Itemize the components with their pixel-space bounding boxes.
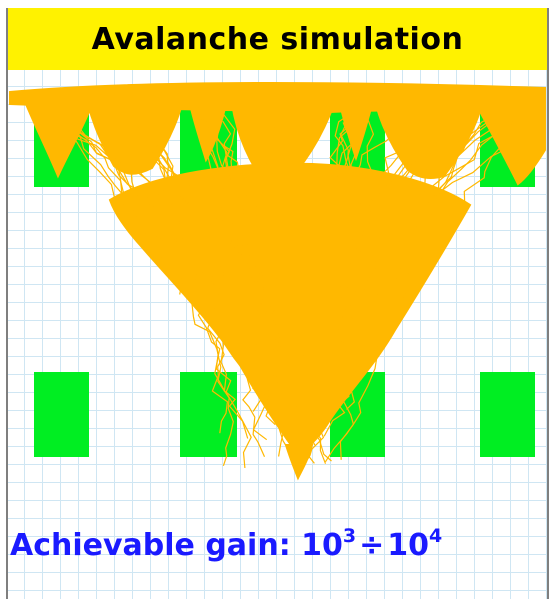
avalanche-strand <box>262 114 292 326</box>
avalanche-strand <box>222 120 299 412</box>
diagram-title: Avalanche simulation <box>91 21 464 57</box>
avalanche-strand <box>328 120 446 371</box>
avalanche-strand <box>132 106 289 409</box>
avalanche-strand <box>66 117 249 439</box>
avalanche-strands <box>48 105 522 469</box>
avalanche-strand <box>274 121 307 451</box>
avalanche-strand <box>320 123 442 424</box>
avalanche-strand <box>195 118 281 338</box>
avalanche-strand <box>199 116 294 463</box>
avalanche-strand <box>308 113 363 462</box>
avalanche-strand <box>137 118 284 415</box>
gain-upper-exponent: 4 <box>429 525 443 547</box>
avalanche-strand <box>137 118 252 469</box>
avalanche-strand <box>376 115 501 311</box>
avalanche-strand <box>50 106 183 295</box>
avalanche-strand <box>126 106 274 441</box>
avalanche-strand <box>346 110 522 410</box>
funnel-inner-1 <box>188 103 228 163</box>
avalanche-strand <box>323 105 367 415</box>
gain-lower-base: 10 <box>301 528 343 563</box>
range-operator: ÷ <box>359 528 385 563</box>
gain-lower-exponent: 3 <box>342 525 357 547</box>
avalanche-strand <box>324 112 371 463</box>
avalanche-strand <box>128 106 283 424</box>
avalanche-strand <box>51 118 233 392</box>
avalanche-strand <box>313 123 429 464</box>
gain-statement: Achievable gain: 103÷104 <box>10 521 551 571</box>
avalanche-strand <box>299 116 425 417</box>
avalanche-strand <box>262 110 299 433</box>
avalanche-strand <box>210 121 283 353</box>
title-banner: Avalanche simulation <box>8 8 547 70</box>
avalanche-strand <box>201 115 271 273</box>
lower-electrode-4 <box>480 372 535 457</box>
avalanche-strand <box>336 115 443 344</box>
lower-electrode-1 <box>34 372 89 457</box>
avalanche-strand <box>323 117 520 437</box>
avalanche-strand <box>338 123 436 387</box>
avalanche-cloud <box>9 82 546 481</box>
gain-lower-bound: 103 <box>301 525 357 564</box>
avalanche-strand <box>293 112 437 427</box>
avalanche-strand <box>51 108 229 434</box>
gain-upper-base: 10 <box>387 528 430 563</box>
avalanche-strand <box>301 110 522 468</box>
gain-label: Achievable gain: <box>10 528 291 563</box>
avalanche-strand <box>71 117 234 466</box>
avalanche-strand <box>374 107 499 298</box>
avalanche-strand <box>248 116 287 426</box>
avalanche-strand <box>195 105 285 457</box>
avalanche-strand <box>119 108 225 277</box>
avalanche-tail <box>284 444 314 481</box>
avalanche-strand <box>301 109 354 386</box>
avalanche-strand <box>260 112 289 328</box>
avalanche-strand <box>195 105 258 341</box>
avalanche-strand <box>330 106 423 282</box>
gain-upper-bound: 104 <box>387 525 443 564</box>
avalanche-strand <box>145 116 238 265</box>
avalanche-strand <box>334 123 516 394</box>
